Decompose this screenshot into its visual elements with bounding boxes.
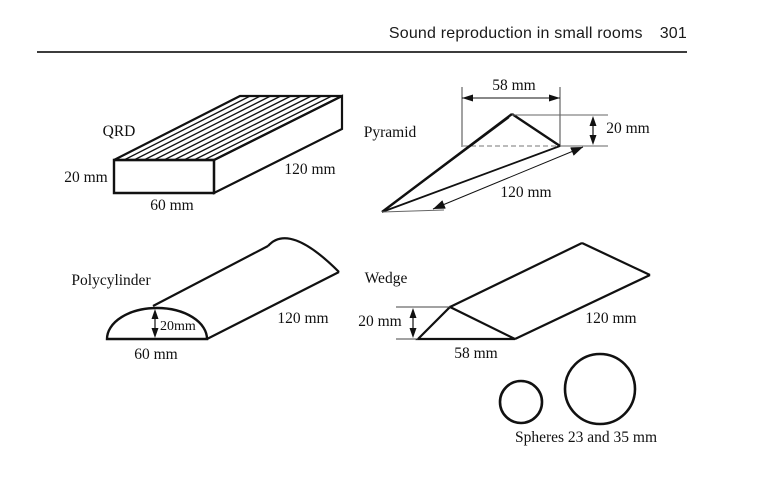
arrowhead [549,94,560,102]
qrd-depth-label: 20 mm [64,169,108,186]
polycylinder-height-label: 20mm [160,319,196,334]
spheres-caption: Spheres 23 and 35 mm [515,429,657,446]
arrowhead [462,94,473,102]
page-header: Sound reproduction in small rooms 301 [389,25,687,43]
wedge-ridge-edge [449,242,583,308]
arrowhead [151,309,159,319]
wedge-figure: Wedge 20 mm 58 mm 120 mm [358,242,651,362]
sphere-small [498,379,544,425]
qrd-well-stripes [123,95,333,161]
running-head-title: Sound reproduction in small rooms [388,25,643,42]
pyramid-base-edge [381,145,561,213]
qrd-label: QRD [103,123,136,140]
pyramid-right-edge [511,113,561,147]
wedge-back-edge [581,242,651,276]
qrd-front-face [112,158,216,195]
polycylinder-back-arc [267,237,340,273]
arrowhead [151,328,159,338]
arrowhead [589,116,597,126]
pyramid-label: Pyramid [364,124,417,141]
arrowhead [409,308,417,318]
wedge-base-label: 58 mm [454,345,498,362]
qrd-length-label: 120 mm [284,161,335,178]
polycylinder-figure: Polycylinder 20mm 60 mm 120 mm [71,237,340,363]
pyramid-length-label: 120 mm [500,184,551,201]
polycylinder-bottom-edge [206,271,340,340]
qrd-width-label: 60 mm [150,197,194,214]
wedge-length-label: 120 mm [585,310,636,327]
wedge-label: Wedge [365,270,408,287]
arrowhead [589,135,597,145]
qrd-side-face [212,94,344,195]
page-number: 301 [659,25,687,42]
sphere-large [563,352,637,426]
polycylinder-width-label: 60 mm [134,346,178,363]
polycylinder-label: Polycylinder [71,272,151,289]
wedge-height-label: 20 mm [358,313,402,330]
wedge-front-face [415,305,516,341]
arrowhead [409,328,417,338]
qrd-figure: QRD 20 mm 60 mm 120 mm [64,94,344,214]
polycylinder-front-face [105,306,209,341]
pyramid-height-label: 20 mm [606,120,650,137]
pyramid-base-label: 58 mm [492,77,536,94]
polycylinder-length-label: 120 mm [277,310,328,327]
pyramid-figure: Pyramid 58 mm 20 mm 120 mm [364,77,650,213]
header-rule [37,51,687,53]
wedge-bottom-edge [514,274,651,340]
spheres-figure: Spheres 23 and 35 mm [498,352,657,446]
pyramid-length-dimension-line [432,146,584,210]
polycylinder-ridge-edge [152,245,269,307]
pyramid-length-extension-line [381,209,445,213]
